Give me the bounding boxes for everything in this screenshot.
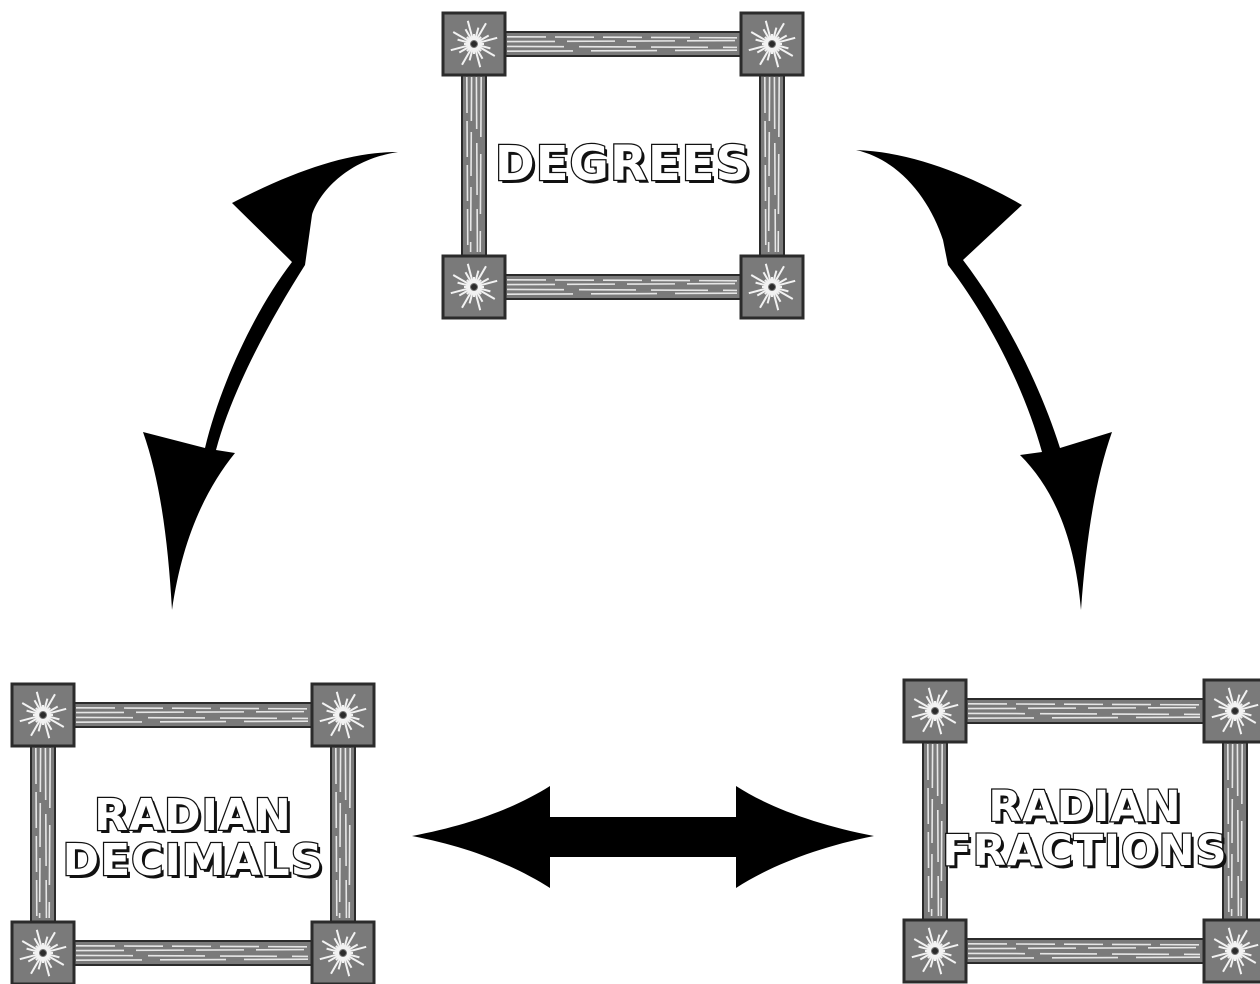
- radian-fractions-label: RADIAN FRACTIONS: [904, 775, 1260, 885]
- radian-decimals-label: RADIAN DECIMALS: [12, 784, 374, 894]
- radian-decimals-label-line-1: RADIAN: [94, 794, 292, 839]
- degrees-label: DEGREES: [443, 119, 803, 209]
- arrow-degrees-to-radian-fractions: [856, 150, 1112, 610]
- degrees-label-line-1: DEGREES: [495, 140, 751, 189]
- radian-decimals-node: RADIAN DECIMALS: [12, 684, 374, 984]
- radian-fractions-node: RADIAN FRACTIONS: [904, 680, 1260, 982]
- radian-fractions-label-line-1: RADIAN: [988, 786, 1181, 830]
- radian-fractions-label-line-2: FRACTIONS: [942, 830, 1227, 874]
- radian-decimals-label-line-2: DECIMALS: [63, 839, 324, 884]
- arrow-radian-decimals-to-radian-fractions: [412, 786, 874, 888]
- degrees-node: DEGREES: [443, 13, 803, 318]
- arrow-degrees-to-radian-decimals: [143, 152, 398, 610]
